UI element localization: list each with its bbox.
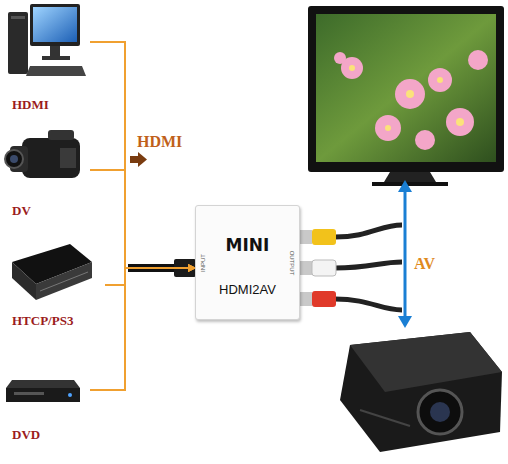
console-icon: [12, 244, 92, 300]
device-label: DV: [12, 204, 31, 218]
hdmi-connector: [105, 268, 195, 285]
device-label: HTCP/PS3: [12, 314, 73, 328]
signal-label: HDMI: [136, 133, 183, 151]
hdmi-connector: [90, 42, 195, 268]
device-node: HTCP/PS3: [5, 238, 105, 330]
dvd-player-icon: [6, 380, 80, 402]
device-label: DVD: [12, 428, 40, 442]
direction-arrow: [130, 152, 147, 167]
device-label: HDMI: [12, 98, 49, 112]
hdmi-connector: [90, 268, 195, 390]
device-node: DV: [5, 122, 90, 220]
port-label: OUTPUT: [289, 250, 295, 275]
port-label: INPUT: [200, 254, 206, 272]
projector-icon: [340, 332, 502, 452]
device-title: HDMI2AV: [219, 283, 276, 297]
device-node: HDMI: [5, 2, 90, 114]
rca-cables: [300, 225, 402, 310]
computer-icon: [8, 4, 86, 76]
camcorder-icon: [5, 130, 80, 178]
signal-label: AV: [413, 255, 436, 273]
device-node: DVD: [5, 360, 90, 444]
tv-icon: [308, 6, 504, 186]
hdmi-connector: [90, 170, 195, 268]
converter-box: MINI HDMI2AV INPUT OUTPUT: [195, 205, 300, 320]
device-title: MINI: [226, 236, 270, 255]
av-arrow: [398, 180, 412, 328]
